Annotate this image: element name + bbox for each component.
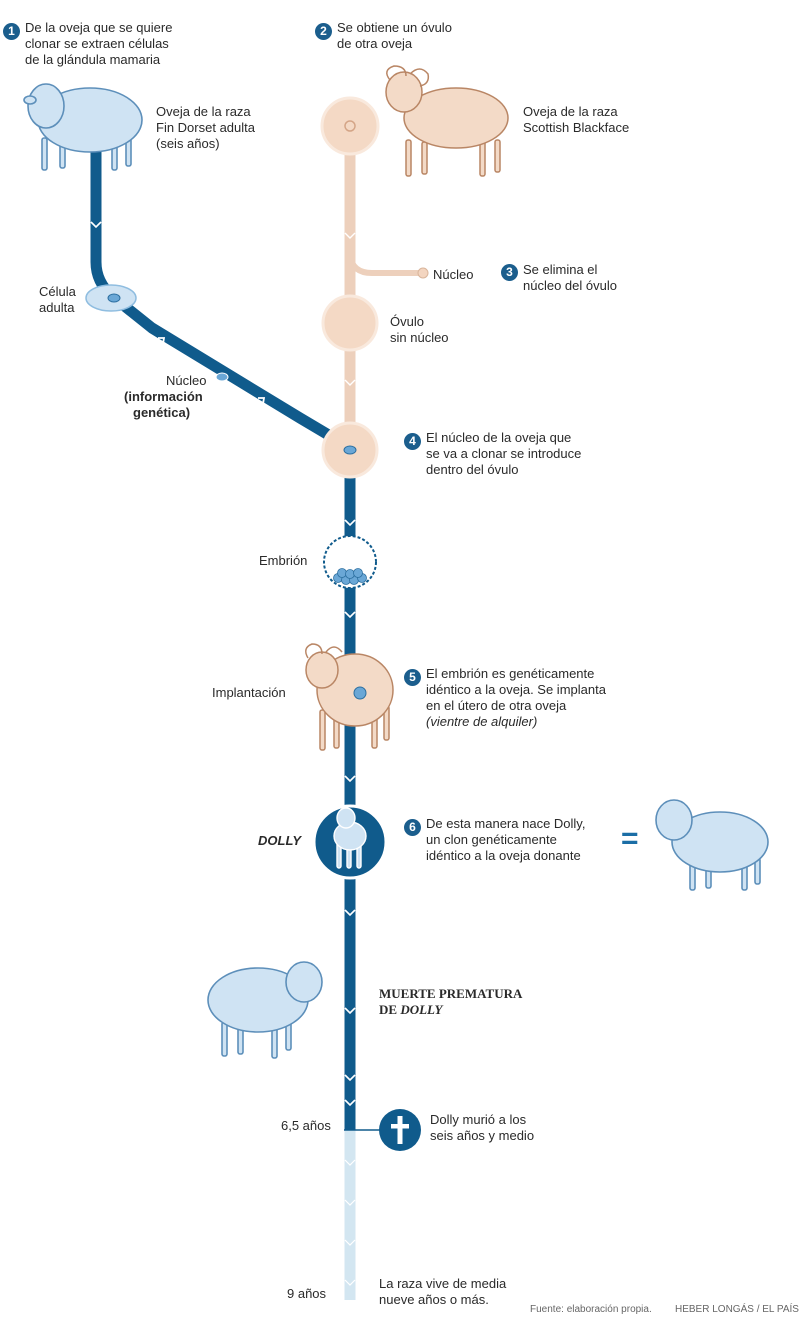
age-9-label: 9 años — [287, 1286, 327, 1301]
death-note-line-1: Dolly murió a los — [430, 1112, 527, 1127]
embryo-label: Embrión — [259, 553, 308, 568]
step-4-text-line-3: dentro del óvulo — [426, 462, 519, 477]
step-2-text-line-2: de otra oveja — [337, 36, 413, 51]
step-1-badge: 1 — [3, 23, 20, 40]
lifespan-note-line-1: La raza vive de media — [379, 1276, 507, 1291]
grown-dolly-sheep-icon — [207, 961, 323, 1059]
premature-death-title-1: MUERTE PREMATURA — [379, 986, 523, 1001]
step-5-badge: 5 — [404, 669, 421, 686]
genetic-info-label-1: (información — [124, 389, 203, 404]
step-1-text-line-1: De la oveja que se quiere — [25, 20, 173, 35]
step-2-badge: 2 — [315, 23, 332, 40]
egg-no-nucleus-label-1: Óvulo — [390, 314, 424, 329]
adult-cell-nucleus — [107, 293, 121, 303]
embryo-cells — [333, 568, 367, 585]
step-3-badge: 3 — [501, 264, 518, 281]
lifespan-note-line-2: nueve años o más. — [379, 1292, 489, 1307]
premature-death-title-2b: DOLLY — [400, 1002, 443, 1017]
donor-sheep-icon — [23, 83, 143, 171]
death-note-line-2: seis años y medio — [430, 1128, 535, 1143]
lifespan-chevrons — [344, 1159, 356, 1286]
dolly-label: DOLLY — [258, 833, 302, 848]
credit-note: HEBER LONGÁS / EL PAÍS — [675, 1304, 799, 1315]
step-5-text-line-3: en el útero de otra oveja — [426, 698, 567, 713]
step-5-text-line-2: idéntico a la oveja. Se implanta — [426, 682, 606, 697]
removed-nucleus-dot — [417, 267, 429, 279]
source-note: Fuente: elaboración propia. — [530, 1304, 652, 1315]
donor-sheep-label-1: Oveja de la raza — [156, 104, 251, 119]
age-6-5-label: 6,5 años — [281, 1118, 331, 1133]
step-1-text-line-3: de la glándula mamaria — [25, 52, 161, 67]
nucleus-extraction-branch — [347, 254, 420, 276]
egg-flow-chevrons — [344, 232, 356, 386]
step-4-text-line-1: El núcleo de la oveja que — [426, 430, 572, 445]
donor-line — [90, 145, 335, 442]
premature-death-title-2a: DE — [379, 1002, 401, 1017]
genetic-info-label-2: genética) — [133, 405, 191, 420]
cross-icon — [391, 1116, 409, 1144]
donor-sheep-label-3: (seis años) — [156, 136, 220, 151]
donor-sheep-label-2: Fin Dorset adulta — [156, 120, 255, 135]
step-4-badge: 4 — [404, 433, 421, 450]
step-3-text-line-2: núcleo del óvulo — [523, 278, 617, 293]
adult-cell-label-2: adulta — [39, 300, 75, 315]
egg-cell-no-nucleus — [321, 294, 379, 352]
step-2-text-line-1: Se obtiene un óvulo — [337, 20, 452, 35]
step-6-text-line-2: un clon genéticamente — [426, 832, 557, 847]
step-6-text-line-1: De esta manera nace Dolly, — [426, 816, 586, 831]
inserted-nucleus — [343, 445, 357, 455]
step-6-text-line-3: idéntico a la oveja donante — [426, 848, 581, 863]
adult-cell-label-1: Célula — [39, 284, 76, 299]
egg-nucleus — [344, 120, 356, 132]
step-5-text-line-1: El embrión es genéticamente — [426, 666, 595, 681]
step-3-text-line-1: Se elimina el — [523, 262, 598, 277]
nucleus-label: Núcleo — [166, 373, 207, 388]
blackface-sheep-icon — [385, 65, 509, 177]
equals-sign: = — [621, 822, 639, 855]
egg-sheep-label-2: Scottish Blackface — [523, 120, 630, 135]
implantation-label: Implantación — [212, 685, 286, 700]
step-5-text-italic: (vientre de alquiler) — [426, 714, 538, 729]
dolly-lamb-icon — [333, 807, 367, 869]
step-1-text-line-2: clonar se extraen células — [25, 36, 169, 51]
traveling-nucleus — [215, 372, 229, 382]
egg-no-nucleus-label-2: sin núcleo — [390, 330, 449, 345]
removed-nucleus-label: Núcleo — [433, 267, 474, 282]
step-6-badge: 6 — [404, 819, 421, 836]
premature-death-title-2: DE DOLLY — [379, 1002, 442, 1018]
flow-chevrons — [90, 221, 356, 1107]
step-4-text-line-2: se va a clonar se introduce — [426, 446, 582, 461]
clone-sheep-icon — [655, 799, 769, 891]
implanted-embryo — [353, 686, 367, 700]
egg-cell — [320, 96, 380, 156]
egg-sheep-label-1: Oveja de la raza — [523, 104, 618, 119]
